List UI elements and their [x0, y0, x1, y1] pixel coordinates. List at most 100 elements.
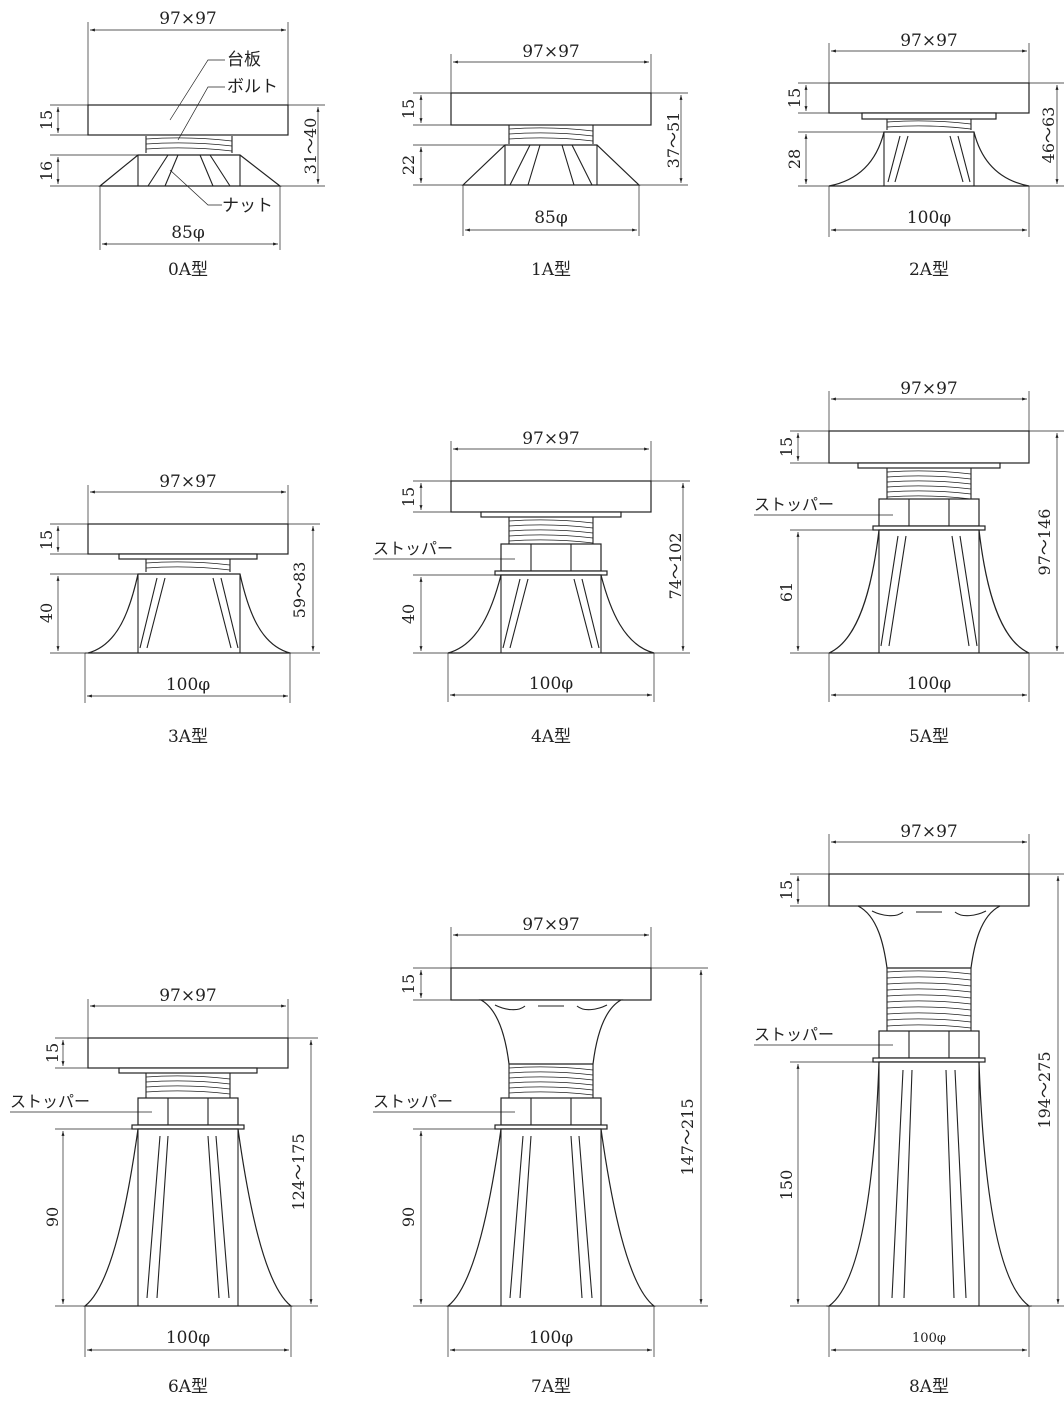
model-3a-drawing — [85, 523, 291, 654]
model-8a-body-height: 150 — [777, 1170, 796, 1201]
model-8a-drawing — [826, 873, 1032, 1307]
bolt-thread — [508, 517, 594, 544]
model-3a-body-height: 40 — [37, 603, 56, 623]
model-8a-total-height: 194～275 — [1035, 1051, 1054, 1128]
top-plate — [87, 104, 289, 136]
stopper — [500, 543, 602, 572]
model-7a-stopper-callout: ストッパー — [373, 1092, 453, 1111]
model-2a-top-label: 97×97 — [900, 31, 958, 51]
top-plate — [87, 523, 289, 555]
model-6a-total-height: 124～175 — [289, 1133, 308, 1210]
nut-callout: ナット — [222, 196, 273, 216]
model-5a-stopper-callout: ストッパー — [754, 495, 834, 514]
plate-callout: 台板 — [227, 50, 261, 70]
model-3a-title: 3A型 — [168, 727, 208, 747]
top-plate — [87, 1037, 289, 1069]
stopper — [878, 1030, 980, 1059]
model-7a-top-label: 97×97 — [522, 915, 580, 935]
model-6a-base-label: 100φ — [166, 1328, 210, 1348]
model-2a-title: 2A型 — [909, 260, 949, 280]
bolt-callout: ボルト — [227, 77, 278, 97]
model-3a-top-label: 97×97 — [159, 472, 217, 492]
model-1a-title: 1A型 — [531, 260, 571, 280]
model-1a-top-label: 97×97 — [522, 42, 580, 62]
top-plate — [450, 967, 652, 1001]
model-5a-body-height: 61 — [777, 582, 796, 602]
model-5a-base-label: 100φ — [907, 674, 951, 694]
model-7a-dims — [373, 927, 708, 1357]
model-6a-title: 6A型 — [168, 1377, 208, 1397]
model-6a-top-label: 97×97 — [159, 986, 217, 1006]
base — [828, 529, 1030, 654]
model-4a-plate-height: 15 — [399, 487, 418, 507]
model-8a-top-label: 97×97 — [900, 822, 958, 842]
model-7a-title: 7A型 — [531, 1377, 571, 1397]
model-6a-stopper-callout: ストッパー — [10, 1092, 90, 1111]
model-2a-dims — [798, 43, 1064, 237]
stopper — [500, 1097, 602, 1126]
model-0a-dims — [50, 22, 325, 250]
model-0a-base-label: 85φ — [171, 223, 205, 243]
model-8a-plate-height: 15 — [777, 880, 796, 900]
stopper — [878, 498, 980, 527]
model-5a-total-height: 97～146 — [1035, 509, 1054, 576]
nut-base — [98, 154, 282, 187]
model-6a-plate-height: 15 — [43, 1043, 62, 1063]
washer — [480, 511, 622, 518]
bolt-thread — [886, 468, 972, 500]
base — [828, 131, 1030, 187]
nut-base — [461, 144, 641, 186]
model-3a-plate-height: 15 — [37, 530, 56, 550]
model-3a-total-height: 59～83 — [290, 562, 309, 619]
model-7a-body-height: 90 — [399, 1207, 418, 1227]
top-plate — [828, 873, 1030, 907]
bolt-thread — [886, 968, 972, 1031]
model-4a-title: 4A型 — [531, 727, 571, 747]
model-5a-dims — [754, 391, 1064, 702]
bolt-thread — [145, 559, 231, 572]
washer — [118, 553, 258, 560]
model-6a-drawing — [83, 1037, 293, 1307]
model-1a-plate-height: 15 — [399, 99, 418, 119]
bolt-head-flare — [478, 999, 624, 1065]
model-1a-total-height: 37～51 — [664, 112, 683, 169]
model-8a-stopper-callout: ストッパー — [754, 1025, 834, 1044]
model-2a-drawing — [828, 82, 1030, 187]
model-6a-body-height: 90 — [43, 1207, 62, 1227]
model-5a-drawing — [828, 430, 1030, 654]
model-8a-title: 8A型 — [909, 1377, 949, 1397]
top-plate — [450, 480, 652, 513]
model-5a-top-label: 97×97 — [900, 379, 958, 399]
model-2a-base-label: 100φ — [907, 208, 951, 228]
model-4a-stopper-callout: ストッパー — [373, 539, 453, 558]
base — [446, 1128, 656, 1307]
washer — [857, 462, 1001, 469]
model-7a-drawing — [446, 967, 656, 1307]
model-2a-total-height: 46～63 — [1039, 107, 1058, 164]
model-8a-base-label: 100φ — [912, 1331, 946, 1346]
model-0a-body-height: 16 — [37, 161, 56, 181]
base — [827, 1061, 1031, 1307]
model-8a-dims — [754, 834, 1064, 1357]
base — [87, 573, 291, 654]
washer — [861, 112, 997, 120]
top-plate — [450, 92, 652, 126]
model-0a-top-label: 97×97 — [159, 9, 217, 29]
top-plate — [828, 82, 1030, 114]
model-3a-base-label: 100φ — [166, 675, 210, 695]
bolt-thread — [886, 119, 972, 130]
stopper — [137, 1097, 239, 1126]
model-5a-title: 5A型 — [909, 727, 949, 747]
model-0a-plate-height: 15 — [37, 110, 56, 130]
bolt-thread — [145, 136, 233, 153]
model-0a-total-height: 31～40 — [301, 118, 320, 175]
washer — [118, 1067, 258, 1074]
bolt-head-flare — [857, 905, 1001, 969]
model-1a-base-label: 85φ — [534, 208, 568, 228]
bolt-thread — [508, 1064, 594, 1098]
bolt-thread — [508, 125, 594, 144]
model-1a-dims — [413, 54, 688, 236]
model-7a-total-height: 147～215 — [678, 1098, 697, 1175]
base — [447, 574, 655, 654]
